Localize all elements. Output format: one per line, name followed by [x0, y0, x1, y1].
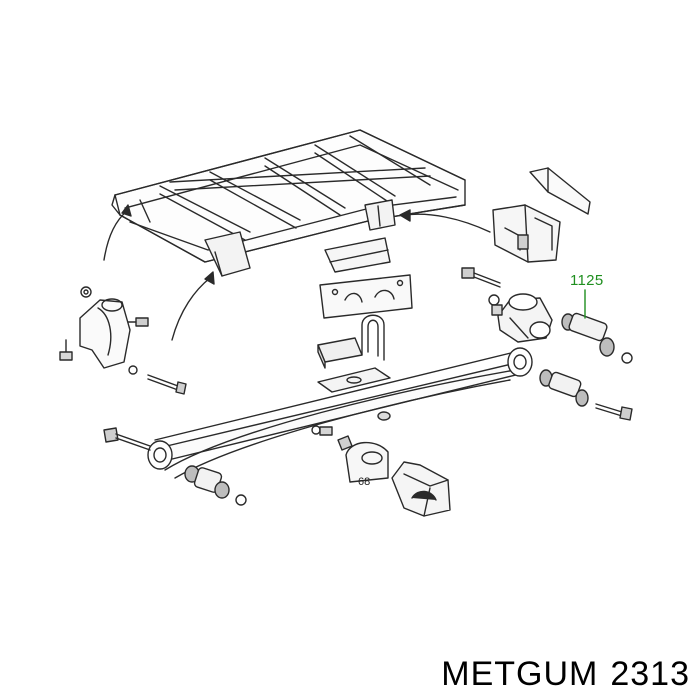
leaf-spring: [147, 347, 533, 479]
axle-pad-set: [317, 237, 413, 393]
rear-shackle-bracket: [492, 167, 591, 263]
part-number-label: 68: [358, 476, 371, 488]
assembly-arrows: [103, 204, 491, 341]
bump-stop-set: [311, 411, 391, 483]
part-number: 2313: [610, 655, 690, 693]
rear-bushing-upper: [561, 312, 633, 364]
rear-bushing-lower: [539, 369, 589, 407]
front-eye-bolt: [103, 427, 151, 451]
shackle-bolt-left: [128, 365, 187, 395]
vehicle-frame: [111, 129, 466, 277]
spring-shackle: [491, 293, 553, 343]
rear-rubber-mount: [391, 461, 451, 517]
front-hanger-bracket: [59, 286, 149, 369]
front-bushing: [184, 465, 247, 506]
product-caption: METGUM 2313: [441, 655, 690, 694]
shackle-bolt-top: [461, 267, 501, 306]
rear-long-bolt: [595, 403, 633, 421]
brand-name: METGUM: [441, 655, 599, 693]
part-callout-number: 1125: [570, 272, 604, 289]
